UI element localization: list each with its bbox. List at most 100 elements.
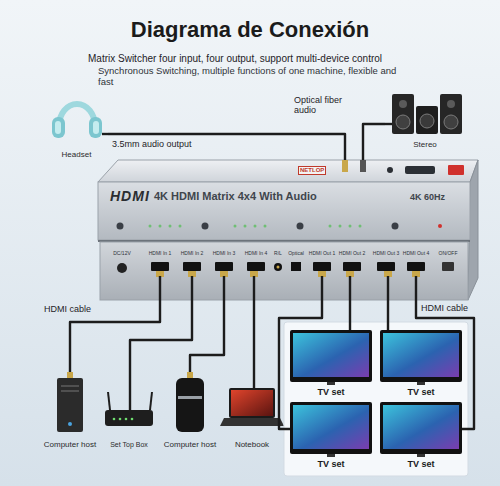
console-icon <box>187 372 193 378</box>
console-icon <box>178 396 202 399</box>
headset-icon <box>55 121 61 134</box>
stereo-icon <box>420 114 434 128</box>
stereo-icon <box>447 100 455 108</box>
port-label: HDMI In 2 <box>176 251 208 257</box>
device-label: Headset <box>60 150 94 159</box>
cable <box>387 276 389 330</box>
tv-icon <box>293 405 369 449</box>
console-icon <box>176 378 204 432</box>
cable <box>363 124 385 160</box>
tv-icon <box>290 330 462 457</box>
tv-icon <box>290 330 372 382</box>
tv-icon <box>383 333 459 377</box>
matrix-switcher-housing <box>360 160 366 172</box>
matrix-switcher-housing <box>149 225 152 228</box>
port <box>215 262 233 271</box>
stereo-icon <box>399 100 407 108</box>
tv-icon <box>290 402 372 454</box>
port-label: Optical <box>280 251 312 257</box>
device-label: TV set <box>315 459 346 469</box>
tv-icon <box>383 405 459 449</box>
port <box>183 262 201 271</box>
computer-tower-icon <box>68 422 72 426</box>
cable <box>416 276 474 429</box>
matrix-switcher-housing <box>159 225 162 228</box>
router-icon <box>125 418 128 421</box>
headset-icon <box>52 117 65 138</box>
headset-icon <box>93 121 99 134</box>
connector-label: Optical fiber audio <box>294 95 358 116</box>
computer-tower-icon <box>61 391 79 392</box>
device-text: 4K 60Hz <box>410 192 445 202</box>
port <box>247 262 265 271</box>
port-label: HDMI Out 2 <box>336 251 368 257</box>
matrix-switcher-housing <box>405 166 435 174</box>
tv-display: TV set <box>290 330 372 398</box>
port <box>377 262 395 271</box>
notebook-icon <box>229 388 275 418</box>
tv-icon <box>327 454 335 457</box>
port-label: HDMI Out 3 <box>370 251 402 257</box>
cable <box>349 276 351 330</box>
computer-tower-icon <box>57 378 83 432</box>
matrix-switcher-housing <box>254 225 257 228</box>
source-device: Computer host <box>160 372 220 450</box>
port-label: HDMI In 1 <box>144 251 176 257</box>
matrix-switcher-housing <box>98 182 470 240</box>
stereo-icon <box>416 106 438 134</box>
diagram-title: Diagrama de Conexión <box>0 17 500 42</box>
cable <box>108 134 345 160</box>
port-label: DC/12V <box>106 251 138 257</box>
matrix-switcher-housing <box>117 223 124 230</box>
tv-display: TV set <box>380 402 462 470</box>
router-icon <box>150 392 152 410</box>
cable-label: HDMI cable <box>421 303 481 313</box>
matrix-switcher-housing <box>202 223 209 230</box>
cable <box>130 276 192 390</box>
device-stereo: Stereo <box>385 88 465 150</box>
device-label: Computer host <box>42 440 98 449</box>
connector-label: 3.5mm audio output <box>112 139 222 149</box>
port <box>313 262 331 271</box>
computer-tower-icon <box>67 372 73 378</box>
matrix-switcher-housing <box>244 225 247 228</box>
tv-display: TV set <box>290 402 372 470</box>
subtitle: Matrix Switcher four input, four output,… <box>88 53 488 65</box>
headset-icon <box>52 104 108 138</box>
matrix-switcher-housing <box>100 242 468 300</box>
matrix-switcher-housing <box>98 160 478 182</box>
device-headset: Headset <box>45 92 108 160</box>
source-device: Set Top Box <box>100 390 158 450</box>
computer-tower-icon <box>57 372 83 432</box>
port <box>277 266 280 269</box>
device-label: Set Top Box <box>108 441 150 449</box>
tv-icon <box>417 382 425 385</box>
device-label: Computer host <box>162 440 218 449</box>
stereo-icon <box>385 94 462 134</box>
port-label: ON/OFF <box>432 251 464 257</box>
matrix-switcher-housing <box>98 160 478 300</box>
matrix-switcher-housing <box>179 225 182 228</box>
tv-icon <box>380 330 462 382</box>
stereo-icon <box>396 115 410 129</box>
port-label: HDMI In 4 <box>240 251 272 257</box>
matrix-switcher-housing <box>392 223 399 230</box>
stereo-icon <box>444 115 458 129</box>
device-text: NETLOP <box>298 166 326 175</box>
router-icon <box>113 418 116 421</box>
cable-label: HDMI cable <box>44 304 104 314</box>
source-device: Computer host <box>40 372 100 450</box>
port <box>407 262 425 271</box>
router-icon <box>119 418 122 421</box>
port <box>343 262 361 271</box>
tv-icon <box>293 333 369 377</box>
cable <box>190 276 224 372</box>
port <box>117 263 127 273</box>
router-icon <box>108 392 110 410</box>
stereo-icon <box>392 94 414 134</box>
notebook-icon <box>253 384 255 388</box>
port <box>117 262 454 273</box>
tv-icon <box>417 454 425 457</box>
